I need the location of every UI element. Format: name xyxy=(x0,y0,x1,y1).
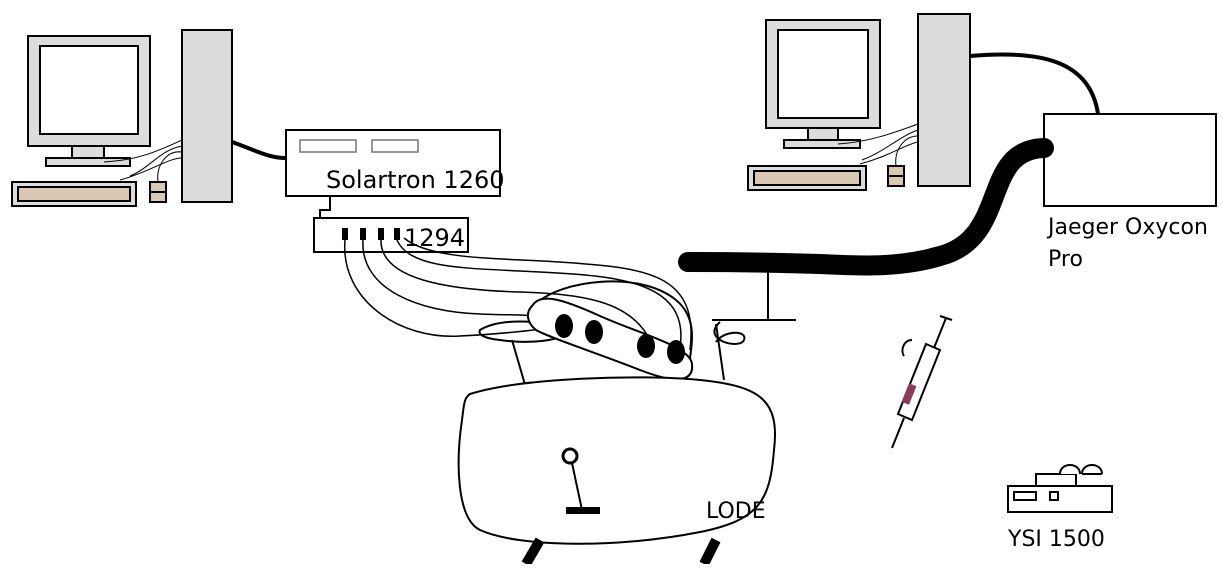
jaeger-label-line2: Pro xyxy=(1048,247,1083,272)
tower-right xyxy=(917,13,971,187)
mouse-left xyxy=(149,181,167,203)
cable-pc-solartron xyxy=(231,140,287,160)
ysi-analyzer-icon: YSI 1500 xyxy=(1007,464,1113,552)
solartron-label: Solartron 1260 xyxy=(326,166,505,194)
computer-left xyxy=(11,29,233,207)
solartron-1260: Solartron 1260 xyxy=(285,129,505,197)
interface-1294: 1294 xyxy=(313,217,469,253)
monitor-left xyxy=(27,35,151,167)
computer-right xyxy=(747,13,971,191)
lode-label: LODE xyxy=(706,499,766,524)
jaeger-oxycon-pro: Jaeger Oxycon Pro xyxy=(1043,113,1217,272)
lode-ergometer-icon: LODE xyxy=(457,376,776,567)
monitor-right xyxy=(765,19,881,149)
cable-pc-jaeger xyxy=(969,52,1100,115)
ysi-label: YSI 1500 xyxy=(1007,527,1105,552)
interface-label: 1294 xyxy=(404,224,465,252)
tower-left xyxy=(181,29,233,203)
jaeger-label-line1: Jaeger Oxycon xyxy=(1046,215,1208,240)
mouse-right xyxy=(887,165,905,187)
cable-solartron-1294 xyxy=(319,196,331,218)
handlebar xyxy=(712,319,796,381)
keyboard-left xyxy=(11,181,137,207)
keyboard-right xyxy=(747,165,867,191)
syringe-icon xyxy=(891,315,953,449)
breathing-hose xyxy=(678,138,1054,276)
